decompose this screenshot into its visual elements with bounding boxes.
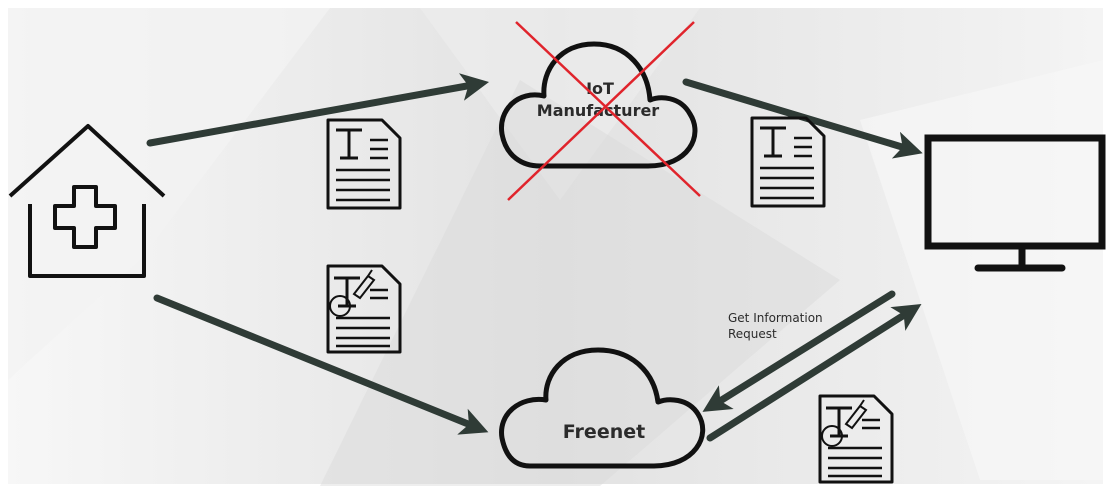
freenet-cloud: Freenet bbox=[499, 347, 706, 469]
request-label-line1: Get Information bbox=[728, 311, 823, 325]
iot-label-line2: Manufacturer bbox=[537, 101, 660, 120]
iot-manufacturer-cloud: IoT Manufacturer bbox=[499, 21, 701, 201]
arrow-monitor-to-freenet bbox=[702, 290, 896, 412]
cloud-icon bbox=[499, 41, 698, 169]
arrow-freenet-to-monitor bbox=[706, 304, 922, 442]
freenet-label: Freenet bbox=[563, 421, 645, 443]
hospital-icon bbox=[8, 124, 166, 278]
request-label-line2: Request bbox=[728, 327, 777, 341]
arrows bbox=[146, 73, 923, 442]
monitor-icon bbox=[924, 134, 1106, 272]
document-icon bbox=[326, 118, 402, 210]
cross-out-icon bbox=[507, 21, 701, 201]
signed-document-icon bbox=[326, 264, 402, 354]
document-icon bbox=[750, 116, 826, 208]
signed-document-icon bbox=[818, 394, 894, 484]
arrow-hospital-to-freenet bbox=[153, 294, 489, 435]
cloud-icon bbox=[499, 347, 706, 469]
arrow-hospital-to-iot bbox=[146, 73, 490, 147]
iot-label-line1: IoT bbox=[586, 79, 614, 98]
arrow-iot-to-monitor bbox=[682, 78, 923, 159]
